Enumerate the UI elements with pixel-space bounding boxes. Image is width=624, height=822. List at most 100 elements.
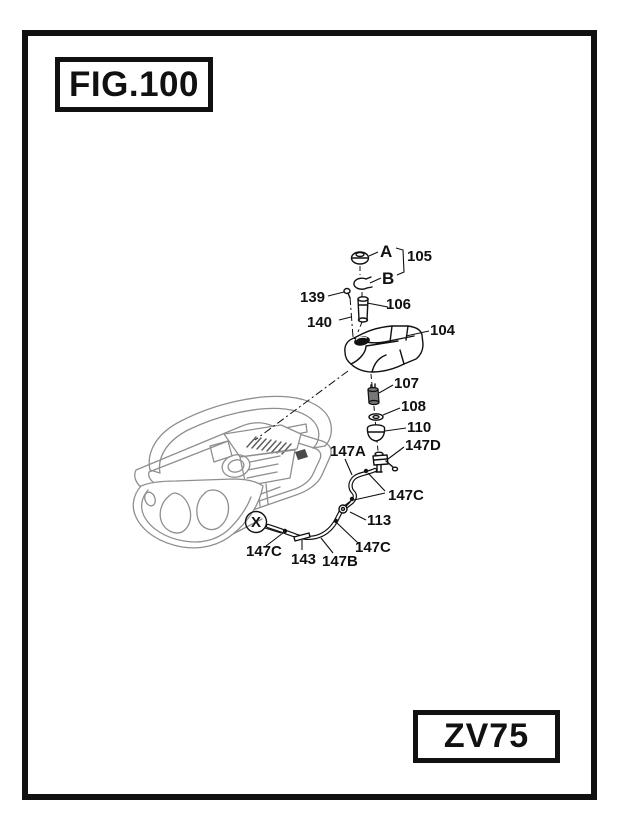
valve-lever [385, 460, 395, 469]
cup-bowl [366, 427, 386, 442]
leader-106 [366, 302, 389, 308]
washer-outer [368, 413, 384, 421]
leader-147c-left [265, 532, 284, 547]
leader-ref-b [369, 277, 382, 284]
callout-147d: 147D [405, 437, 441, 454]
filter-element-107-part [367, 383, 380, 406]
engine-top-cover [223, 424, 302, 458]
joint-113-part [338, 501, 351, 514]
callout-ref-a: A [380, 242, 392, 261]
callout-ref-b: B [382, 269, 394, 288]
screw-shaft [347, 292, 351, 299]
leader-lines [265, 247, 430, 554]
leader-147a [344, 458, 353, 476]
gasket-part [353, 276, 373, 290]
leader-140 [338, 316, 352, 321]
hose-clamp-dot-1 [363, 468, 369, 474]
compactor-machine-illustration [132, 395, 332, 549]
cap-nut-top [355, 251, 365, 258]
callout-104: 104 [430, 322, 456, 339]
valve-lever-knob [391, 466, 399, 472]
sediment-cup-110-part [366, 424, 386, 442]
leader-107 [378, 384, 394, 394]
filter-107-top [367, 386, 379, 393]
tank-mount-centerline [254, 370, 349, 441]
leader-147d [387, 446, 405, 460]
coupler-143-part [293, 532, 311, 542]
frame-engine-links [232, 486, 281, 535]
hose-outer [265, 467, 378, 540]
engine-detail-lines [246, 455, 281, 507]
base-plate [132, 478, 264, 549]
x-marker-leader [264, 527, 282, 534]
page-border [22, 30, 597, 800]
engine-assembly [209, 424, 308, 535]
callout-147c-mid: 147C [355, 539, 391, 556]
engine-lower-body [239, 449, 296, 487]
hose-clamp-dot-2 [349, 496, 355, 502]
handle-tube-inner [158, 407, 320, 474]
callout-147c-top: 147C [388, 487, 424, 504]
filter-top [357, 296, 369, 302]
carburetor-box [209, 440, 233, 463]
callout-140: 140 [307, 314, 332, 331]
x-position-marker: X [244, 510, 282, 534]
callout-147c-left: 147C [246, 543, 282, 560]
figure-label: FIG.100 [69, 64, 199, 104]
filler-cap-highlight [355, 336, 368, 341]
screw-head [343, 287, 351, 295]
leader-113 [349, 511, 367, 521]
leader-147b [320, 537, 334, 554]
x-marker-glyph: X [251, 514, 261, 531]
centerlines [254, 266, 379, 452]
leader-147c-top-2 [353, 492, 386, 501]
callout-105: 105 [407, 248, 432, 265]
tank-outline [344, 325, 424, 373]
filter-107-bottom [368, 399, 380, 406]
hose-inner [267, 469, 376, 539]
callout-113: 113 [367, 512, 391, 529]
joint-screw [345, 501, 351, 507]
joint-center [340, 506, 346, 512]
plate-left-lug [144, 491, 156, 507]
washer-108-part [368, 413, 384, 421]
leader-ref-a [368, 251, 379, 257]
leader-147c-top-1 [367, 472, 386, 492]
filter-bottom [357, 317, 369, 323]
plate-cutout-right [196, 489, 230, 531]
exploded-parts: X [244, 251, 424, 542]
bracket-105 [395, 247, 405, 276]
plate-cutout-left [159, 492, 192, 534]
callout-108: 108 [401, 398, 426, 415]
callout-labels: A B 105 139 140 106 104 107 108 110 147D… [246, 242, 456, 570]
fuel-filter-106-part [357, 296, 369, 323]
filter-sides [357, 298, 369, 321]
valve-midline [373, 458, 388, 461]
leader-108 [382, 407, 401, 416]
x-marker-circle [244, 510, 268, 534]
gasket-ring [353, 277, 368, 290]
callout-107: 107 [394, 375, 419, 392]
fuel-valve-147d-part [372, 451, 399, 473]
axis-screw-to-filler [349, 296, 354, 338]
recoil-starter-inner [227, 459, 245, 473]
fin-lines [246, 436, 292, 455]
cooling-fins [246, 436, 292, 455]
tank-facet-lines [350, 325, 415, 373]
callout-139: 139 [300, 289, 325, 306]
gasket-tab [365, 276, 373, 289]
fuel-line-fitting-dark [295, 449, 308, 460]
leader-139 [327, 291, 345, 297]
hose-clamp-dot-4 [282, 528, 288, 534]
joint-body [338, 504, 348, 514]
leader-110 [384, 427, 407, 432]
leader-147c-mid [336, 522, 359, 544]
leader-104 [405, 330, 430, 337]
callout-106: 106 [386, 296, 411, 313]
cap-nut-part [350, 251, 370, 265]
figure-label-box: FIG.100 [55, 57, 213, 112]
model-label-box: ZV75 [413, 710, 560, 763]
model-label: ZV75 [443, 717, 530, 755]
